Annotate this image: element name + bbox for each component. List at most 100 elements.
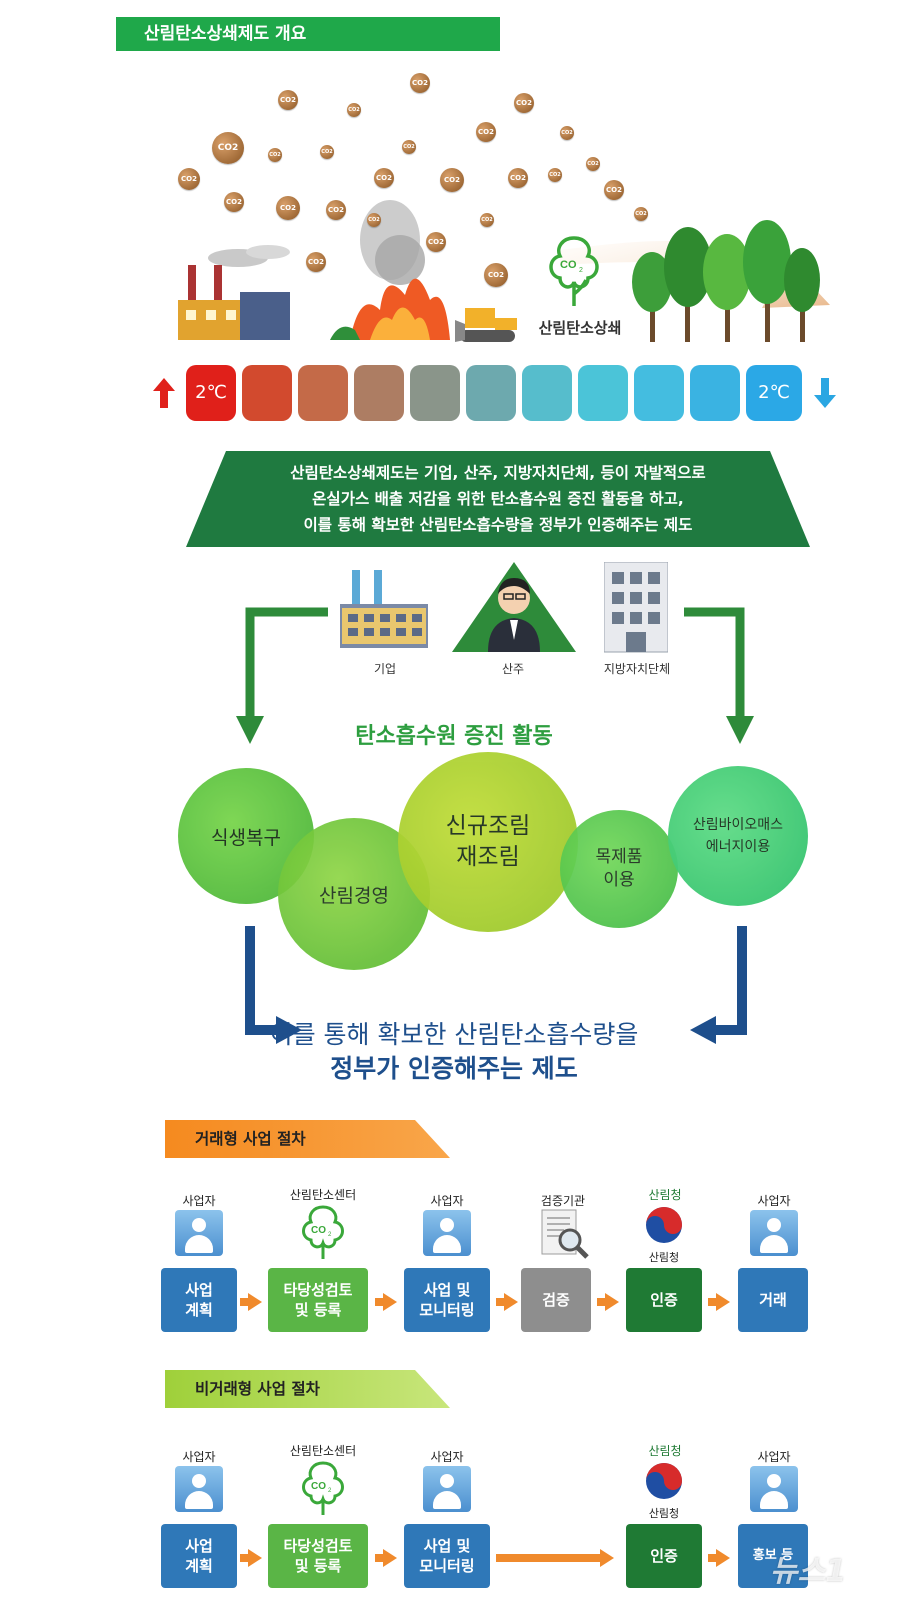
temperature-segment — [298, 365, 348, 421]
step-arrow-icon — [605, 1293, 619, 1311]
co2-bubble-icon: CO2 — [484, 263, 508, 287]
carbon-center-logo-icon: CO 2 — [302, 1461, 344, 1515]
taegeuk-emblem-icon — [646, 1207, 682, 1243]
step-label: 검증 — [542, 1291, 570, 1309]
step-promotion: 홍보 등 — [738, 1524, 808, 1588]
result-line-1: 이를 통해 확보한 산림탄소흡수량을 — [269, 1020, 639, 1049]
activity-label: 신규조림 — [445, 813, 531, 839]
carbon-center-logo-icon: CO 2 — [302, 1205, 344, 1259]
activity-label: 이용 — [603, 870, 635, 890]
temperature-bar: 2℃ 2℃ — [0, 0, 908, 430]
co2-bubble-icon: CO2 — [278, 90, 298, 110]
svg-text:CO: CO — [560, 259, 577, 271]
person-icon — [423, 1210, 471, 1256]
svg-text:CO: CO — [311, 1225, 326, 1236]
temperature-up-arrow-icon — [153, 378, 175, 408]
step-actor-label: 산림청 — [648, 1188, 682, 1202]
activity-wood-products: 목제품 이용 — [560, 810, 678, 928]
step-verification: 검증 — [521, 1268, 591, 1332]
step-certification: 인증 — [626, 1268, 702, 1332]
step-arrow-icon — [716, 1293, 730, 1311]
step-arrow-icon — [240, 1554, 250, 1562]
step-certification: 인증 — [626, 1524, 702, 1588]
co2-bubble-icon: CO2 — [604, 180, 624, 200]
co2-bubble-icon: CO2 — [476, 122, 496, 142]
activity-vegetation-restoration: 식생복구 — [178, 768, 314, 904]
result-arrow-left-icon — [245, 926, 302, 1044]
co2-bubble-icon: CO2 — [402, 140, 416, 154]
co2-bubble-icon: CO2 — [410, 73, 430, 93]
svg-text:2: 2 — [328, 1232, 332, 1238]
step-arrow-icon — [248, 1549, 262, 1567]
temperature-segment — [354, 365, 404, 421]
co2-bubble-icon: CO2 — [514, 93, 534, 113]
co2-bubble-icon: CO2 — [426, 232, 446, 252]
nontrade-process-title: 비거래형 사업 절차 — [195, 1380, 320, 1398]
step-arrow-icon — [708, 1298, 718, 1306]
step-arrow-icon — [496, 1554, 602, 1562]
document-magnifier-icon — [541, 1209, 589, 1259]
definition-text: 산림탄소상쇄제도는 기업, 산주, 지방자치단체, 등이 자발적으로 온실가스 … — [186, 460, 810, 538]
definition-line: 이를 통해 확보한 산림탄소흡수량을 정부가 인증해주는 제도 — [303, 516, 693, 534]
activity-biomass-energy: 산림바이오매스 에너지이용 — [668, 766, 808, 906]
activity-label: 산림바이오매스 — [692, 817, 784, 833]
co2-bubble-icon: CO2 — [326, 200, 346, 220]
step-actor-label: 사업자 — [182, 1450, 216, 1464]
step-arrow-icon — [716, 1549, 730, 1567]
emblem-label: 산림청 — [648, 1507, 680, 1520]
step-label: 사업 및 — [423, 1537, 471, 1555]
activity-label: 에너지이용 — [705, 839, 771, 855]
step-label: 사업 및 — [423, 1281, 471, 1299]
temperature-segment — [522, 365, 572, 421]
co2-bubble-icon: CO2 — [224, 192, 244, 212]
co2-bubble-icon: CO2 — [276, 196, 300, 220]
person-icon — [175, 1466, 223, 1512]
step-arrow-icon — [383, 1549, 397, 1567]
entity-label-local-government: 지방자치단체 — [603, 662, 671, 676]
absorption-arrow-icon — [560, 241, 830, 308]
step-label: 모니터링 — [419, 1301, 475, 1319]
step-label: 거래 — [759, 1291, 787, 1309]
temperature-segment — [746, 365, 802, 421]
co2-bubble-icon: CO2 — [586, 157, 600, 171]
step-business-monitoring: 사업 및 모니터링 — [404, 1524, 490, 1588]
step-actor-label: 산림청 — [648, 1444, 682, 1458]
step-trade: 거래 — [738, 1268, 808, 1332]
step-arrow-icon — [708, 1554, 718, 1562]
bulldozer-icon — [455, 308, 517, 342]
co2-bubble-icon: CO2 — [560, 126, 574, 140]
step-actor-label: 사업자 — [430, 1450, 464, 1464]
step-label: 인증 — [650, 1547, 678, 1565]
step-arrow-icon — [597, 1298, 607, 1306]
factory-smoke-icon — [178, 245, 290, 340]
step-label: 타당성검토 — [283, 1537, 353, 1555]
nontrade-process-tab-bg — [165, 1370, 450, 1408]
news1-watermark: 뉴스1 — [770, 1554, 847, 1589]
trade-process-tab-bg — [165, 1120, 450, 1158]
temperature-segment — [242, 365, 292, 421]
temperature-cold-label: 2℃ — [758, 382, 790, 403]
definition-line: 온실가스 배출 저감을 위한 탄소흡수원 증진 활동을 하고, — [312, 490, 684, 508]
co2-bubble-icon: CO2 — [634, 207, 648, 221]
emissions-illustration: CO 2 산림탄소상쇄 — [150, 60, 830, 360]
co2-bubble-icon: CO2 — [347, 103, 361, 117]
definition-line: 산림탄소상쇄제도는 기업, 산주, 지방자치단체, 등이 자발적으로 — [290, 464, 706, 482]
person-icon — [175, 1210, 223, 1256]
co2-bubble-icon: CO2 — [440, 168, 464, 192]
step-label: 사업 — [185, 1281, 213, 1299]
step-actor-label: 산림탄소센터 — [289, 1444, 357, 1458]
activity-label: 산림경영 — [319, 884, 389, 907]
step-label: 인증 — [650, 1291, 678, 1309]
trade-process-title: 거래형 사업 절차 — [195, 1130, 306, 1148]
step-arrow-icon — [375, 1554, 385, 1562]
step-business-plan: 사업 계획 — [161, 1524, 237, 1588]
definition-banner — [186, 451, 810, 547]
step-actor-label: 사업자 — [182, 1194, 216, 1208]
temperature-segment — [410, 365, 460, 421]
co2-bubbles: CO2 CO2 CO2 CO2 CO2 CO2 CO2 CO2 CO2 CO2 … — [0, 0, 908, 300]
step-arrow-icon — [383, 1293, 397, 1311]
forest-trees-icon — [632, 220, 820, 342]
forest-owner-icon — [452, 562, 576, 652]
step-actor-label: 사업자 — [757, 1194, 791, 1208]
co2-bubble-icon: CO2 — [268, 148, 282, 162]
